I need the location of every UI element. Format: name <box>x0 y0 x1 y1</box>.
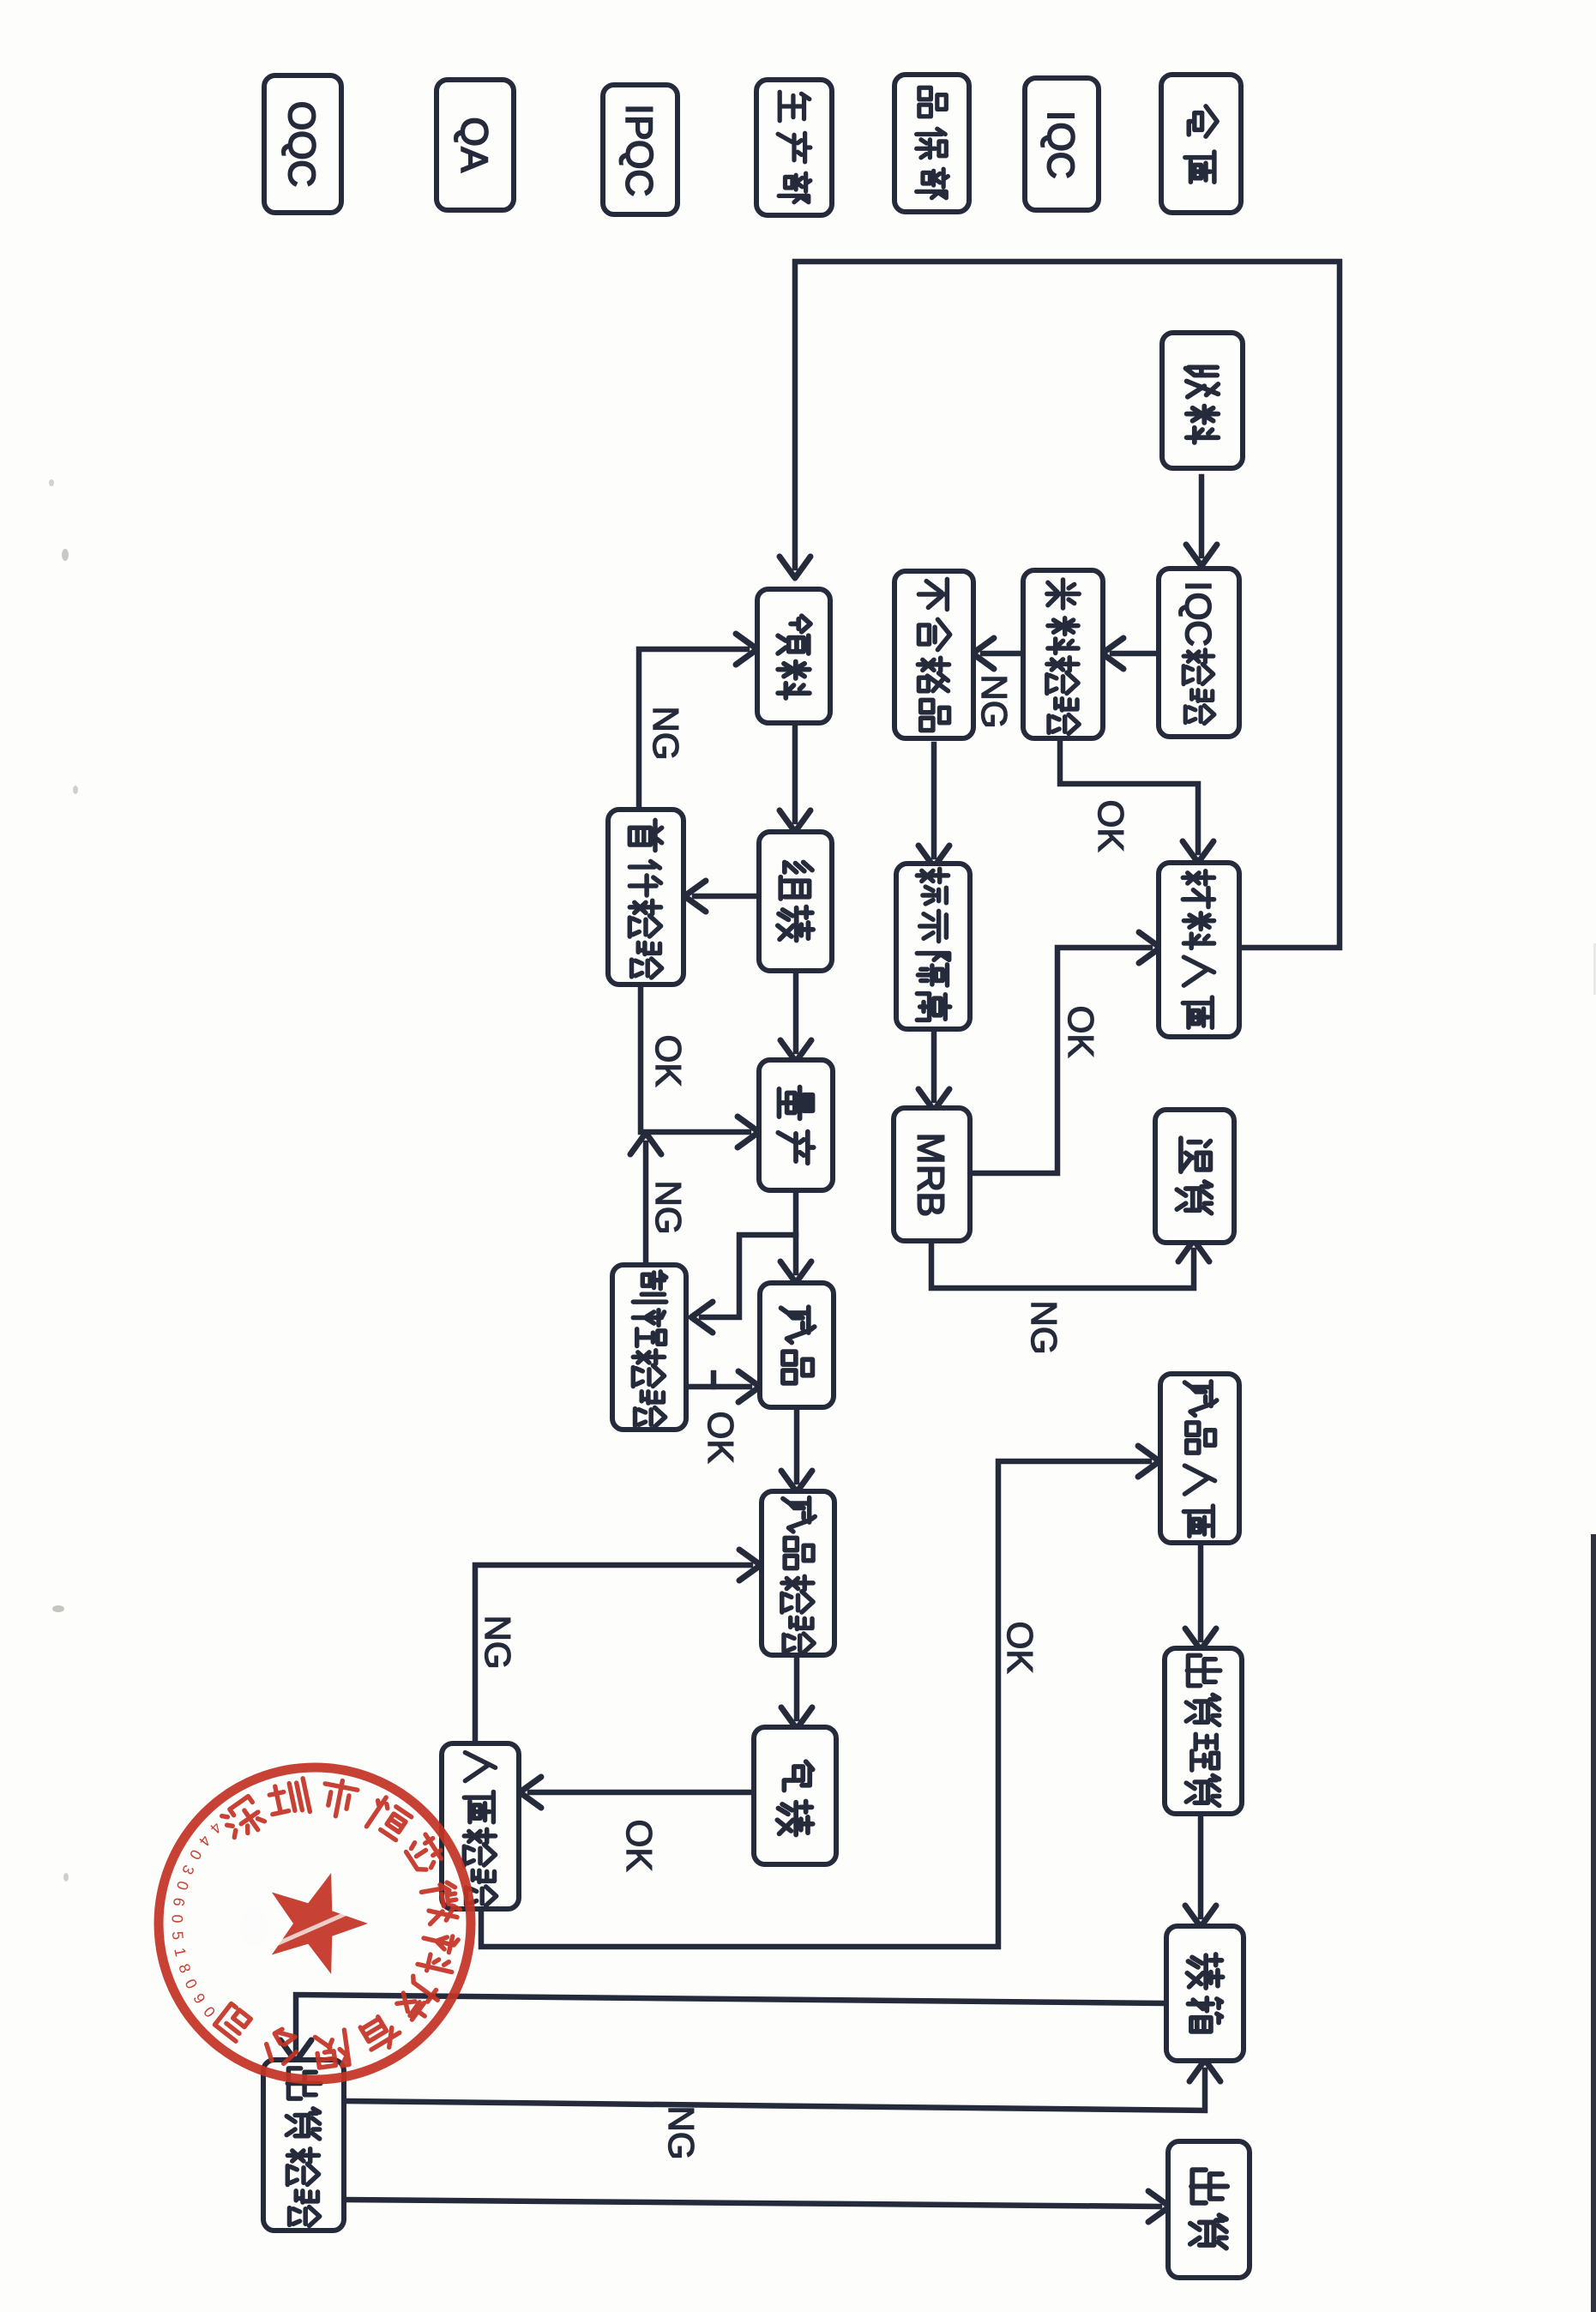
svg-text:NG: NG <box>646 707 686 761</box>
svg-text:OK: OK <box>1000 1622 1040 1674</box>
svg-text:I: I <box>1178 581 1219 592</box>
svg-text:C: C <box>618 169 660 196</box>
svg-text:B: B <box>910 1192 952 1217</box>
svg-text:5: 5 <box>169 1930 187 1941</box>
svg-text:A: A <box>453 147 495 172</box>
svg-text:1: 1 <box>171 1946 190 1958</box>
svg-text:M: M <box>910 1133 952 1165</box>
svg-text:OK: OK <box>619 1820 659 1872</box>
svg-text:Q: Q <box>453 117 495 146</box>
svg-text:6: 6 <box>170 1896 188 1907</box>
svg-text:NG: NG <box>648 1181 689 1235</box>
svg-text:I: I <box>618 104 660 114</box>
svg-text:OK: OK <box>648 1035 689 1087</box>
svg-text:OK: OK <box>1091 800 1131 852</box>
svg-text:C: C <box>1039 152 1081 179</box>
svg-text:Q: Q <box>1178 593 1219 621</box>
svg-text:Q: Q <box>618 140 660 169</box>
svg-text:P: P <box>618 115 660 140</box>
svg-text:O: O <box>280 101 322 130</box>
svg-text:NG: NG <box>478 1616 518 1670</box>
svg-text:NG: NG <box>1024 1301 1064 1355</box>
svg-text:Q: Q <box>280 130 322 160</box>
svg-text:OK: OK <box>1061 1006 1101 1058</box>
svg-text:Q: Q <box>1039 123 1081 152</box>
svg-text:0: 0 <box>168 1914 185 1924</box>
svg-text:C: C <box>1178 620 1219 646</box>
svg-text:C: C <box>280 160 322 187</box>
svg-text:OK: OK <box>701 1412 741 1464</box>
svg-text:R: R <box>910 1165 952 1192</box>
svg-text:NG: NG <box>974 675 1015 729</box>
svg-text:NG: NG <box>661 2106 702 2160</box>
svg-text:I: I <box>1039 111 1081 121</box>
